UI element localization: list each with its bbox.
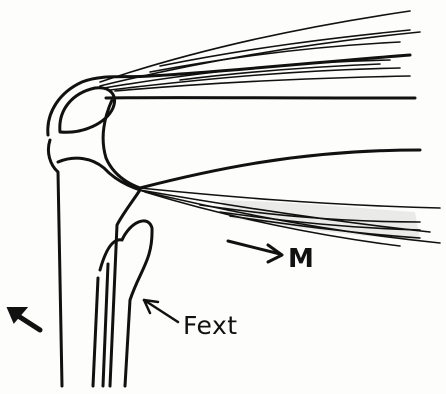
femur-outline	[48, 55, 410, 135]
muscle-force-label: M	[288, 244, 314, 274]
muscle-force-arrow	[228, 241, 282, 262]
quadriceps-fibers	[100, 11, 420, 91]
tibia-motion-arrow	[8, 308, 40, 330]
fibula	[93, 221, 152, 386]
femoral-condyle	[103, 98, 415, 188]
external-force-label: Fext	[183, 311, 238, 340]
external-force-pointer	[144, 300, 178, 322]
patella	[60, 88, 115, 133]
femur-lower-edge	[140, 150, 420, 188]
